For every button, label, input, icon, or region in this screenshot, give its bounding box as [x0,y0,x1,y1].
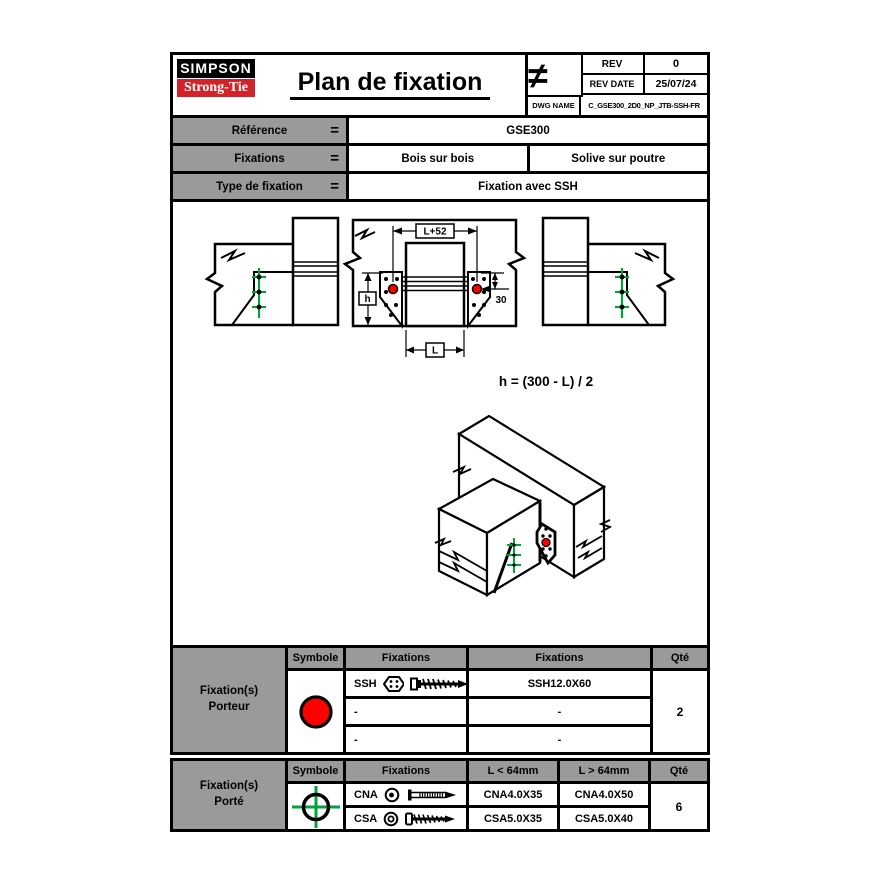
porte-qty-cell: 6 [651,784,707,829]
side-view-left [204,216,340,327]
fixations-row: Fixations = Bois sur bois Solive sur pou… [173,146,707,171]
ssh-hex-head-icon [382,675,404,692]
dim-label-top: L+52 [423,227,447,238]
fixation-value-cell: - [469,699,650,724]
fixations-label-cell: Fixations = [173,146,346,171]
rev-label: REV [581,55,645,75]
fixation-name-cell: SSH [346,671,466,696]
ssh-screw-mark [541,537,551,548]
side-view-right [541,216,676,327]
col-header-fixations-1: Fixations [346,648,466,668]
cna-head-icon [384,787,400,802]
fixations-left-cell: Bois sur bois [349,146,527,171]
fixation-value-large: CNA4.0X50 [560,784,648,805]
height-formula: h = (300 - L) / 2 [499,374,593,389]
csa-screw-icon [405,812,456,825]
not-equal-symbol-icon: ≠ [528,55,583,97]
fixation-value-cell: - [469,727,650,752]
rev-date-label: REV DATE [581,75,645,95]
simpson-strongtie-logo: SIMPSON Strong-Tie [177,59,255,97]
fixation-name-cell: - [346,727,466,752]
porte-fixations-table: Fixation(s) Porté Symbole Fixations L < … [170,758,710,832]
reference-label-cell: Référence = [173,118,346,143]
page-title: Plan de fixation [265,68,515,100]
porteur-qty-cell: 2 [653,671,707,752]
porteur-symbol-cell [288,671,343,752]
reference-table: Référence = GSE300 Fixations = Bois sur … [170,115,710,202]
col-header-l-large: L > 64mm [560,761,648,781]
porte-symbol-cell [288,784,343,829]
type-label-cell: Type de fixation = [173,174,346,199]
front-view-center [342,218,527,358]
dim-label-h: h [364,294,370,305]
break-symbol-icon [354,227,376,241]
fixation-value-cell: SSH12.0X60 [469,671,650,696]
equals-icon: = [330,122,339,139]
fixation-value-small: CSA5.0X35 [469,808,557,829]
fixations-right-cell: Solive sur poutre [529,146,707,171]
ssh-screw-mark [387,283,399,295]
type-value-cell: Fixation avec SSH [349,174,707,199]
equals-icon: = [330,178,339,195]
break-symbol-icon [434,537,452,547]
col-header-qty: Qté [653,648,707,668]
col-header-symbole: Symbole [288,761,343,781]
col-header-qty: Qté [651,761,707,781]
csa-head-icon [383,811,399,826]
col-header-symbole: Symbole [288,648,343,668]
col-header-fixations: Fixations [346,761,466,781]
logo-strongtie-text: Strong-Tie [177,79,255,97]
technical-drawing: L+52 h 30 L h = (300 - L) / 2 [204,216,676,597]
title-block: SIMPSON Strong-Tie Plan de fixation ≠ RE… [170,52,710,118]
revision-block: ≠ REV 0 REV DATE 25/07/24 DWG NAME C_GSE… [525,55,707,115]
dimension-arrows [364,227,498,354]
green-crosshair-icon [291,785,340,828]
nail-holes [384,277,486,317]
break-symbol-icon [220,248,246,263]
dwg-name-value: C_GSE300_2D0_NP_JTB-SSH-FR [588,100,700,110]
fixation-name-cell: CNA [346,784,466,805]
break-symbol-icon [452,465,472,476]
break-symbol-icon [634,248,660,263]
fixation-name-cell: CSA [346,808,466,829]
cna-nail-icon [407,789,456,800]
equals-icon: = [330,150,339,167]
reference-value-cell: GSE300 [349,118,707,143]
reference-row: Référence = GSE300 [173,118,707,143]
fixation-name-cell: - [346,699,466,724]
porteur-fixations-table: Fixation(s) Porteur Symbole Fixations Fi… [170,645,710,755]
dwg-name-label: DWG NAME [528,95,581,115]
hanger-diagonal-edge [492,542,514,594]
porte-row-label: Fixation(s) Porté [173,761,285,829]
type-row: Type de fixation = Fixation avec SSH [173,174,707,199]
rev-date-value: 25/07/24 [645,75,707,95]
rev-value: 0 [645,55,707,75]
break-symbol-icon [598,519,613,533]
fixation-value-large: CSA5.0X40 [560,808,648,829]
nail-holes [541,527,552,558]
isometric-view [434,414,613,597]
dim-label-L: L [432,346,438,357]
fixation-value-small: CNA4.0X35 [469,784,557,805]
porteur-row-label: Fixation(s) Porteur [173,648,285,752]
col-header-fixations-2: Fixations [469,648,650,668]
ssh-screw-icon [409,677,466,690]
drawing-area: L+52 h 30 L h = (300 - L) / 2 [170,202,710,648]
ssh-screw-mark [471,283,483,295]
dim-label-30: 30 [495,295,507,306]
col-header-l-small: L < 64mm [469,761,557,781]
red-circle-icon [298,694,333,729]
logo-simpson-text: SIMPSON [177,59,255,78]
